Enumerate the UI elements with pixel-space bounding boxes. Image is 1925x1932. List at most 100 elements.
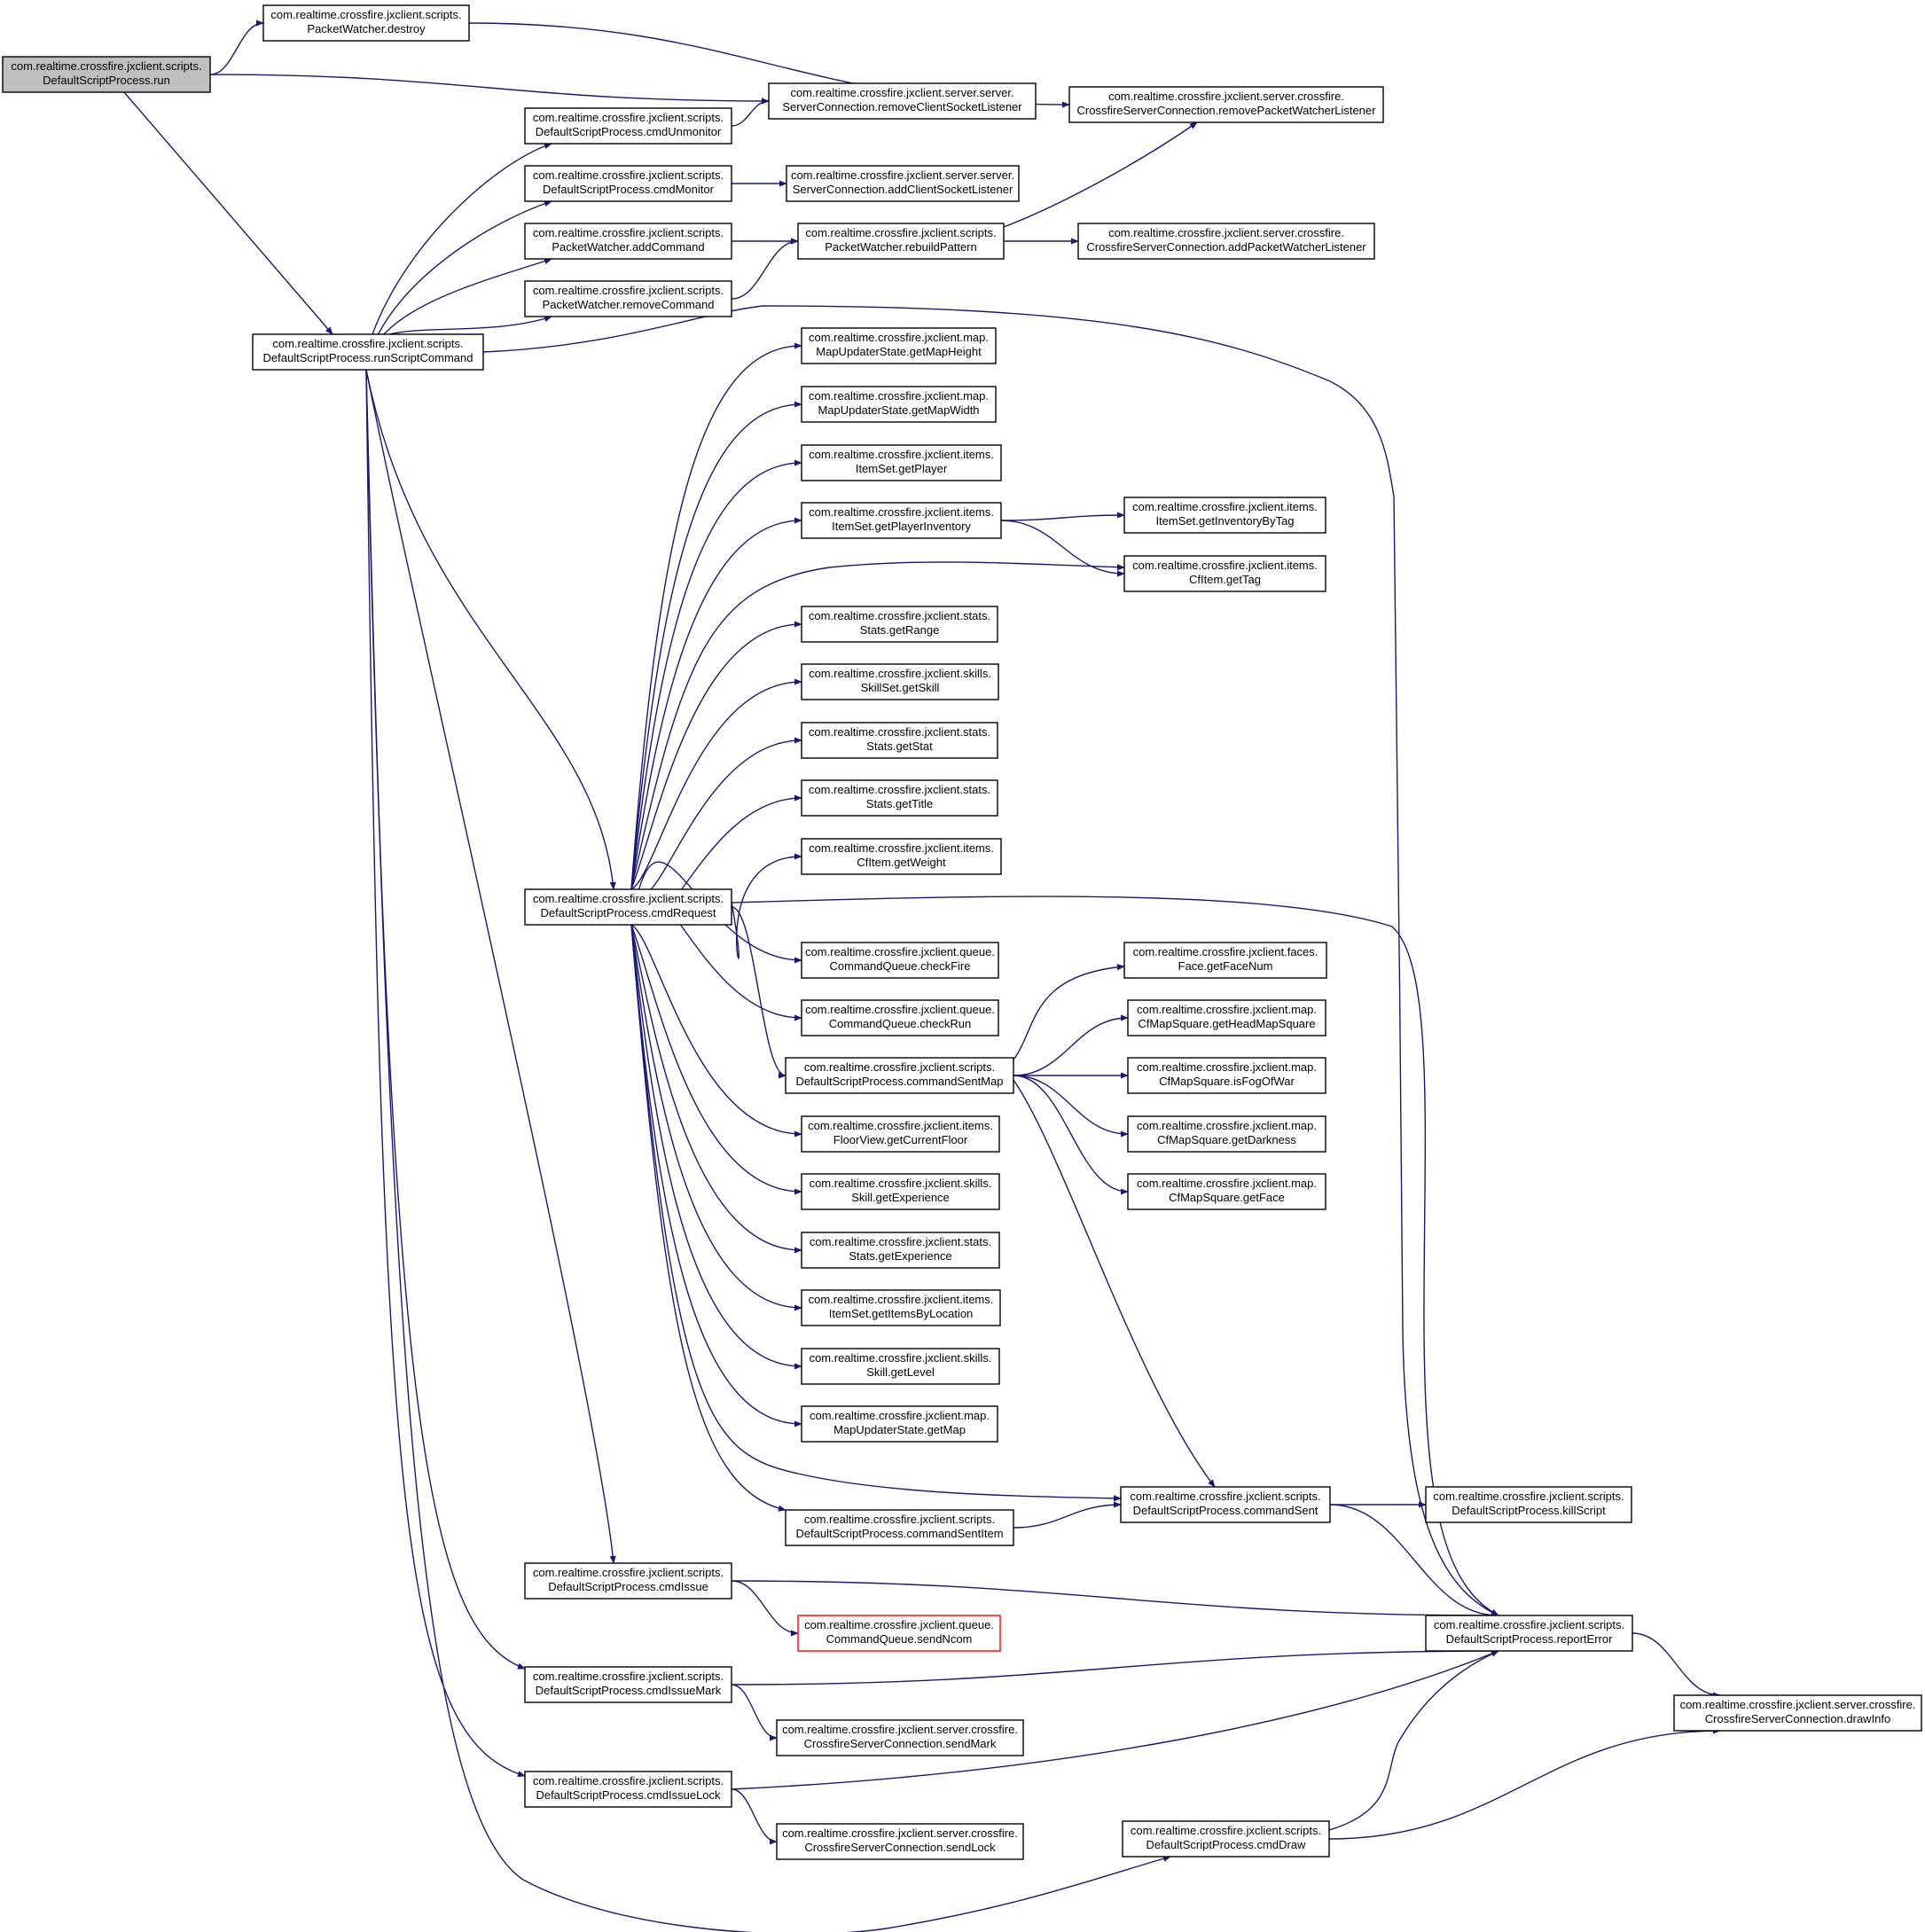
node-cmdSentItem[interactable]: com.realtime.crossfire.jxclient.scripts.…	[785, 1509, 1014, 1546]
node-package-label: com.realtime.crossfire.jxclient.map.	[1137, 1003, 1317, 1016]
node-package-label: com.realtime.crossfire.jxclient.scripts.	[804, 1513, 995, 1526]
node-cmdIssue[interactable]: com.realtime.crossfire.jxclient.scripts.…	[524, 1562, 732, 1600]
node-reportError[interactable]: com.realtime.crossfire.jxclient.scripts.…	[1425, 1615, 1633, 1652]
node-skillExp[interactable]: com.realtime.crossfire.jxclient.skills.S…	[801, 1173, 1000, 1210]
node-destroy[interactable]: com.realtime.crossfire.jxclient.scripts.…	[262, 4, 470, 42]
call-nodes: com.realtime.crossfire.jxclient.scripts.…	[2, 4, 1922, 1860]
node-box	[2, 56, 211, 93]
node-box	[768, 82, 1037, 120]
node-getFaceNum[interactable]: com.realtime.crossfire.jxclient.faces.Fa…	[1123, 942, 1327, 979]
node-getSkill[interactable]: com.realtime.crossfire.jxclient.skills.S…	[801, 663, 999, 700]
node-getPlayer[interactable]: com.realtime.crossfire.jxclient.items.It…	[801, 444, 1002, 481]
node-getRange[interactable]: com.realtime.crossfire.jxclient.stats.St…	[801, 606, 998, 643]
node-method-label: CfMapSquare.isFogOfWar	[1159, 1075, 1295, 1088]
node-run[interactable]: com.realtime.crossfire.jxclient.scripts.…	[2, 56, 211, 93]
node-killScript[interactable]: com.realtime.crossfire.jxclient.scripts.…	[1425, 1486, 1632, 1523]
edge-cmdRequest-to-getTag	[630, 561, 1125, 890]
node-method-label: DefaultScriptProcess.killScript	[1452, 1504, 1606, 1517]
node-getItemsByLoc[interactable]: com.realtime.crossfire.jxclient.items.It…	[801, 1289, 1001, 1326]
node-cmdSentMap[interactable]: com.realtime.crossfire.jxclient.scripts.…	[785, 1057, 1014, 1094]
node-package-label: com.realtime.crossfire.jxclient.scripts.	[1131, 1824, 1321, 1837]
edge-cmdRequest-to-getPlayerInv	[630, 517, 802, 890]
node-getCurFloor[interactable]: com.realtime.crossfire.jxclient.items.Fl…	[801, 1115, 1000, 1153]
node-addCSL[interactable]: com.realtime.crossfire.jxclient.server.s…	[786, 165, 1020, 202]
node-box	[801, 663, 999, 700]
node-getFace[interactable]: com.realtime.crossfire.jxclient.map.CfMa…	[1127, 1173, 1326, 1210]
node-method-label: ServerConnection.removeClientSocketListe…	[782, 100, 1022, 113]
node-removeCSL[interactable]: com.realtime.crossfire.jxclient.server.s…	[768, 82, 1037, 120]
edge-getPlayerInv-to-getInvByTag	[1000, 512, 1125, 521]
node-package-label: com.realtime.crossfire.jxclient.map.	[1137, 1060, 1317, 1074]
node-getStat[interactable]: com.realtime.crossfire.jxclient.stats.St…	[801, 722, 998, 759]
edge-cmdIssue-to-reportError	[731, 1580, 1499, 1619]
node-cmdUnmonitor[interactable]: com.realtime.crossfire.jxclient.scripts.…	[524, 107, 732, 145]
node-box	[801, 999, 999, 1036]
node-box	[785, 1509, 1014, 1546]
node-package-label: com.realtime.crossfire.jxclient.skills.	[810, 1177, 992, 1190]
node-method-label: SkillSet.getSkill	[861, 681, 940, 694]
edge-cmdIssueMark-to-sendMark	[731, 1684, 778, 1741]
node-package-label: com.realtime.crossfire.jxclient.scripts.	[533, 284, 724, 297]
node-cmdMonitor[interactable]: com.realtime.crossfire.jxclient.scripts.…	[524, 165, 732, 202]
node-runScript[interactable]: com.realtime.crossfire.jxclient.scripts.…	[252, 333, 484, 371]
node-getInvByTag[interactable]: com.realtime.crossfire.jxclient.items.It…	[1123, 497, 1326, 534]
node-sendLock[interactable]: com.realtime.crossfire.jxclient.server.c…	[776, 1823, 1024, 1860]
node-getWeight[interactable]: com.realtime.crossfire.jxclient.items.Cf…	[801, 838, 1002, 875]
node-getTitle[interactable]: com.realtime.crossfire.jxclient.stats.St…	[801, 779, 998, 817]
node-box	[1673, 1694, 1922, 1732]
node-getMap[interactable]: com.realtime.crossfire.jxclient.map.MapU…	[801, 1405, 998, 1443]
node-method-label: Stats.getTitle	[866, 797, 933, 810]
edge-runScript-to-cmdDraw	[365, 369, 1171, 1932]
edge-cmdRequest-to-getLevel	[630, 924, 802, 1370]
node-method-label: DefaultScriptProcess.cmdDraw	[1146, 1838, 1306, 1851]
node-cmdIssueMark[interactable]: com.realtime.crossfire.jxclient.scripts.…	[524, 1666, 732, 1703]
node-addCommand[interactable]: com.realtime.crossfire.jxclient.scripts.…	[524, 223, 732, 260]
node-method-label: CommandQueue.checkRun	[829, 1017, 971, 1030]
node-rebuild[interactable]: com.realtime.crossfire.jxclient.scripts.…	[797, 223, 1005, 260]
node-box	[801, 1173, 1000, 1210]
node-checkRun[interactable]: com.realtime.crossfire.jxclient.queue.Co…	[801, 999, 999, 1036]
node-sendNcom[interactable]: com.realtime.crossfire.jxclient.queue.Co…	[797, 1615, 1001, 1652]
node-addPWL[interactable]: com.realtime.crossfire.jxclient.server.c…	[1077, 223, 1375, 260]
node-getMapHeight[interactable]: com.realtime.crossfire.jxclient.map.MapU…	[801, 327, 997, 364]
node-statsExp[interactable]: com.realtime.crossfire.jxclient.stats.St…	[801, 1232, 1000, 1269]
edge-cmdSentMap-to-getFaceNum	[1013, 964, 1125, 1060]
node-method-label: CfItem.getTag	[1189, 573, 1261, 586]
node-cmdSent[interactable]: com.realtime.crossfire.jxclient.scripts.…	[1120, 1486, 1331, 1523]
node-box	[262, 4, 470, 42]
node-drawInfo[interactable]: com.realtime.crossfire.jxclient.server.c…	[1673, 1694, 1922, 1732]
node-package-label: com.realtime.crossfire.jxclient.items.	[1132, 559, 1318, 572]
node-box	[801, 386, 997, 423]
node-sendMark[interactable]: com.realtime.crossfire.jxclient.server.c…	[776, 1719, 1024, 1756]
node-cmdRequest[interactable]: com.realtime.crossfire.jxclient.scripts.…	[524, 888, 732, 926]
node-method-label: ItemSet.getPlayerInventory	[832, 520, 971, 533]
node-method-label: DefaultScriptProcess.cmdIssueLock	[536, 1788, 721, 1802]
node-method-label: CrossfireServerConnection.addPacketWatch…	[1086, 240, 1366, 254]
node-box	[776, 1719, 1024, 1756]
node-removeCommand[interactable]: com.realtime.crossfire.jxclient.scripts.…	[524, 280, 732, 317]
node-getMapWidth[interactable]: com.realtime.crossfire.jxclient.map.MapU…	[801, 386, 997, 423]
node-package-label: com.realtime.crossfire.jxclient.stats.	[809, 609, 990, 622]
node-cmdIssueLock[interactable]: com.realtime.crossfire.jxclient.scripts.…	[524, 1771, 732, 1808]
node-getDarkness[interactable]: com.realtime.crossfire.jxclient.map.CfMa…	[1127, 1115, 1326, 1153]
node-getPlayerInv[interactable]: com.realtime.crossfire.jxclient.items.It…	[801, 502, 1002, 539]
node-checkFire[interactable]: com.realtime.crossfire.jxclient.queue.Co…	[801, 942, 999, 979]
node-getTag[interactable]: com.realtime.crossfire.jxclient.items.Cf…	[1123, 555, 1326, 592]
node-box	[797, 1615, 1001, 1652]
edge-cmdIssue-to-sendNcom	[731, 1580, 799, 1637]
node-getHeadMap[interactable]: com.realtime.crossfire.jxclient.map.CfMa…	[1127, 999, 1326, 1036]
node-box	[1123, 942, 1327, 979]
node-method-label: DefaultScriptProcess.reportError	[1446, 1632, 1614, 1646]
node-isFogOfWar[interactable]: com.realtime.crossfire.jxclient.map.CfMa…	[1127, 1057, 1326, 1094]
edge-cmdRequest-to-cmdSentItem	[630, 924, 786, 1512]
node-box	[776, 1823, 1024, 1860]
node-removePWL[interactable]: com.realtime.crossfire.jxclient.server.c…	[1068, 86, 1384, 123]
edge-run-to-runScript	[123, 91, 333, 335]
node-box	[1425, 1486, 1632, 1523]
node-package-label: com.realtime.crossfire.jxclient.items.	[809, 1293, 994, 1306]
edge-reportError-to-drawInfo	[1632, 1632, 1721, 1699]
node-package-label: com.realtime.crossfire.jxclient.scripts.	[804, 1060, 995, 1074]
node-cmdDraw[interactable]: com.realtime.crossfire.jxclient.scripts.…	[1122, 1820, 1330, 1858]
node-getLevel[interactable]: com.realtime.crossfire.jxclient.skills.S…	[801, 1348, 1000, 1385]
node-package-label: com.realtime.crossfire.jxclient.scripts.	[1433, 1490, 1624, 1503]
